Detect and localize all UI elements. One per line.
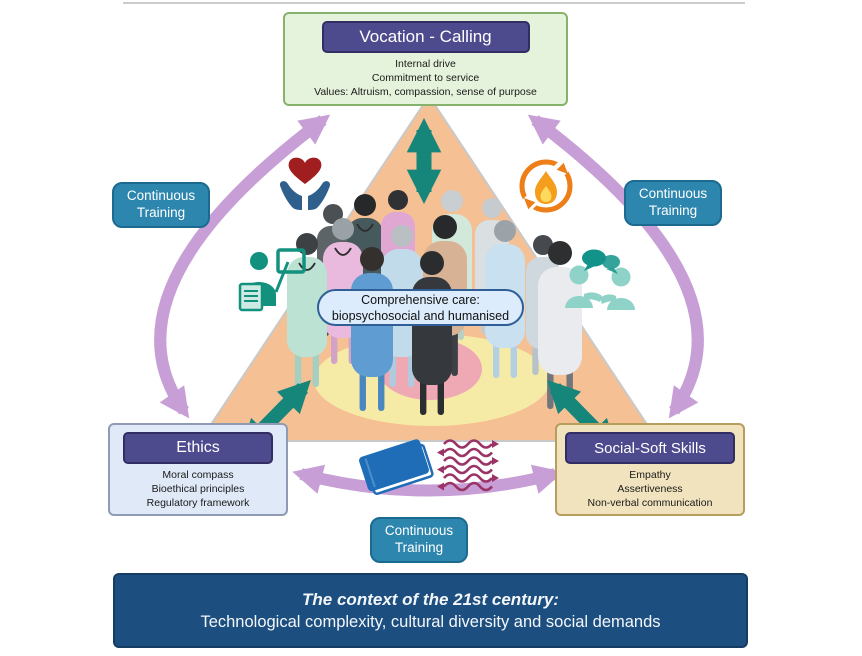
- social-soft-skills-box: Social-Soft Skills Empathy Assertiveness…: [555, 423, 745, 516]
- vocation-line-2: Commitment to service: [371, 72, 480, 85]
- purple-arc-right: [527, 114, 704, 419]
- social-line-1: Empathy: [629, 469, 671, 481]
- heart-in-hands-icon: [279, 157, 331, 210]
- continuous-training-badge-left: Continuous Training: [112, 182, 210, 228]
- badge-bottom-line1: Continuous: [384, 523, 454, 539]
- continuous-training-badge-bottom: Continuous Training: [370, 517, 468, 563]
- badge-left-line2: Training: [136, 205, 186, 220]
- social-soft-skills-title: Social-Soft Skills: [594, 439, 706, 457]
- ethics-title: Ethics: [176, 439, 220, 456]
- teaching-presentation-icon: [238, 248, 306, 312]
- context-banner: The context of the 21st century: Technol…: [113, 573, 748, 648]
- ethics-line-2: Bioethical principles: [151, 483, 245, 496]
- badge-left-line1: Continuous: [126, 188, 196, 204]
- social-line-2: Assertiveness: [617, 483, 683, 496]
- knowledge-waves-icon: [437, 439, 499, 492]
- pill-line2: biopsychosocial and humanised: [331, 308, 510, 323]
- dialogue-icon: [565, 249, 635, 310]
- vocation-line-3: Values: Altruism, compassion, sense of p…: [314, 86, 537, 99]
- flame-renewal-icon: [519, 157, 573, 213]
- badge-right-line1: Continuous: [638, 186, 708, 202]
- ethics-line-3: Regulatory framework: [146, 497, 250, 510]
- purple-arc-bottom: [292, 464, 564, 497]
- vocation-header: Vocation - Calling: [321, 21, 530, 53]
- continuous-training-badge-right: Continuous Training: [624, 180, 722, 226]
- comprehensive-care-label: Comprehensive care: biopsychosocial and …: [317, 289, 524, 326]
- purple-arc-left: [154, 114, 331, 419]
- pill-line1: Comprehensive care:: [361, 292, 480, 307]
- badge-right-line2: Training: [648, 203, 698, 218]
- vocation-box: Vocation - Calling Internal drive Commit…: [283, 12, 568, 106]
- ethics-line-1: Moral compass: [162, 469, 234, 481]
- vocation-line-1: Internal drive: [395, 58, 456, 70]
- vocation-title: Vocation - Calling: [359, 27, 492, 46]
- ethics-header: Ethics: [123, 432, 273, 464]
- banner-line1: The context of the 21st century:: [302, 589, 559, 609]
- top-divider-line: [123, 2, 745, 4]
- social-line-3: Non-verbal communication: [587, 497, 713, 510]
- ethics-box: Ethics Moral compass Bioethical principl…: [108, 423, 288, 516]
- book-icon: [359, 439, 434, 495]
- badge-bottom-line2: Training: [394, 540, 444, 555]
- social-soft-skills-header: Social-Soft Skills: [565, 432, 735, 464]
- banner-line2: Technological complexity, cultural diver…: [200, 612, 661, 631]
